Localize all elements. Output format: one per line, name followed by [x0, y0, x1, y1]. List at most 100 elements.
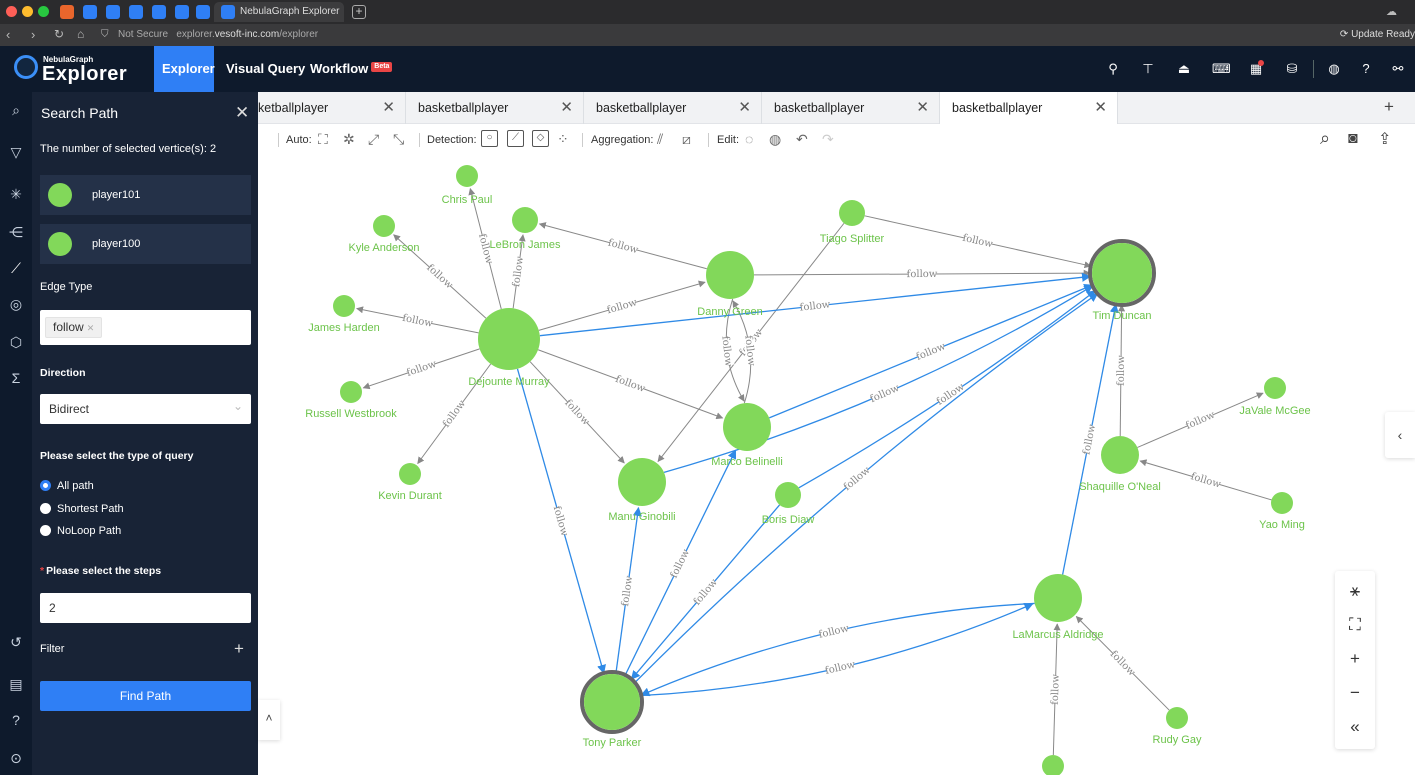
- back-icon[interactable]: ‹: [6, 27, 11, 42]
- graph-tab[interactable]: basketballplayer✕: [584, 92, 762, 124]
- settings-icon[interactable]: ⊙: [10, 750, 22, 766]
- filter-icon[interactable]: ▽: [10, 144, 22, 160]
- expand-icon[interactable]: ✳: [10, 186, 22, 202]
- detect-edge-icon[interactable]: ⟋: [507, 130, 524, 147]
- pinned-tab[interactable]: [129, 5, 143, 19]
- graph-tab-active[interactable]: basketballplayer✕: [940, 92, 1118, 124]
- expand-bottom-icon[interactable]: ˄: [258, 700, 280, 740]
- new-tab-button[interactable]: +: [352, 5, 366, 19]
- edge-type-select[interactable]: follow✕: [40, 310, 251, 345]
- graph-node-lebron[interactable]: [512, 207, 538, 233]
- redo-icon[interactable]: ↷: [822, 131, 834, 147]
- graph-node-rudy[interactable]: [1166, 707, 1188, 729]
- graph-node-tim[interactable]: [1092, 243, 1152, 303]
- undo-icon[interactable]: ↶: [796, 131, 808, 147]
- layout-icon[interactable]: ⚹: [1349, 581, 1361, 600]
- hide-icon[interactable]: ◌: [745, 131, 754, 147]
- history-icon[interactable]: ↺: [10, 634, 22, 650]
- close-window-button[interactable]: [6, 6, 17, 17]
- graph-node-harden[interactable]: [333, 295, 355, 317]
- property-icon[interactable]: ◎: [9, 296, 23, 312]
- browser-active-tab[interactable]: NebulaGraph Explorer: [214, 2, 344, 22]
- find-path-button[interactable]: Find Path: [40, 681, 251, 711]
- common-neighbor-icon[interactable]: ⋲: [9, 224, 23, 240]
- expand-sidebar-icon[interactable]: ‹: [1385, 412, 1415, 458]
- pinned-tab[interactable]: [83, 5, 97, 19]
- graph-tab[interactable]: ketballplayer✕: [246, 92, 406, 124]
- force-layout-icon[interactable]: ✲: [343, 131, 355, 147]
- pinned-tab[interactable]: [60, 5, 74, 19]
- reload-icon[interactable]: ↻: [54, 27, 65, 41]
- search-icon[interactable]: ⌕: [12, 102, 20, 118]
- console-icon[interactable]: ⌨: [1212, 61, 1231, 76]
- detect-hub-icon[interactable]: ◇: [532, 130, 549, 147]
- snapshot-icon[interactable]: ▤: [9, 676, 23, 692]
- pinned-tab[interactable]: [152, 5, 166, 19]
- nav-visual-query[interactable]: Visual Query: [226, 61, 306, 76]
- detect-cluster-icon[interactable]: ⁘: [557, 131, 569, 147]
- graph-tab[interactable]: basketballplayer✕: [762, 92, 940, 124]
- pinned-tab[interactable]: [175, 5, 189, 19]
- help-icon[interactable]: ?: [1362, 61, 1370, 76]
- graph-node-shaq[interactable]: [1101, 436, 1139, 474]
- close-tab-icon[interactable]: ✕: [738, 99, 751, 116]
- add-filter-icon[interactable]: +: [234, 639, 244, 658]
- close-tab-icon[interactable]: ✕: [560, 99, 573, 116]
- graph-svg[interactable]: followfollowfollowfollowfollowfollowfoll…: [258, 156, 1415, 775]
- graph-edge[interactable]: [640, 602, 1035, 697]
- auto-layout-icon[interactable]: ⛶: [318, 131, 328, 147]
- graph-node-tiago[interactable]: [839, 200, 865, 226]
- pinned-tab[interactable]: [196, 5, 210, 19]
- help-circle-icon[interactable]: ?: [12, 712, 20, 728]
- minimize-window-button[interactable]: [22, 6, 33, 17]
- graph-tab[interactable]: basketballplayer✕: [406, 92, 584, 124]
- graph-node-manu[interactable]: [618, 458, 666, 506]
- forward-icon[interactable]: ›: [31, 27, 36, 42]
- direction-select[interactable]: Bidirect ⌄: [40, 394, 251, 424]
- import-icon[interactable]: ⏏: [1177, 61, 1191, 76]
- home-icon[interactable]: ⌂: [77, 27, 85, 41]
- close-tab-icon[interactable]: ✕: [916, 99, 929, 116]
- auto-link-icon[interactable]: ⤡: [393, 131, 405, 147]
- detect-isolated-icon[interactable]: ○: [481, 130, 498, 147]
- graph-node-chris[interactable]: [456, 165, 478, 187]
- aggregate-nodes-icon[interactable]: ⧄: [682, 131, 691, 147]
- show-hidden-icon[interactable]: ◍: [769, 131, 782, 147]
- fit-view-icon[interactable]: ⛶: [1349, 615, 1361, 634]
- graph-node-bottom[interactable]: [1042, 755, 1064, 775]
- pinned-tab[interactable]: [106, 5, 120, 19]
- camera-icon[interactable]: ◙: [1348, 130, 1358, 147]
- selected-vertex[interactable]: player101: [40, 175, 251, 215]
- auto-expand-icon[interactable]: ⤢: [368, 131, 380, 147]
- graph-node-dejounte[interactable]: [478, 308, 540, 370]
- graph-node-yao[interactable]: [1271, 492, 1293, 514]
- search-path-icon[interactable]: ⟋: [11, 260, 21, 276]
- radio-all-path[interactable]: All path: [40, 480, 94, 492]
- graph-node-kevin[interactable]: [399, 463, 421, 485]
- steps-input[interactable]: 2: [40, 593, 251, 623]
- graph-edge[interactable]: [798, 290, 1097, 489]
- radio-shortest-path[interactable]: Shortest Path: [40, 503, 124, 515]
- close-tab-icon[interactable]: ✕: [382, 99, 395, 116]
- update-ready-button[interactable]: ⟳ Update Ready: [1340, 29, 1415, 40]
- add-tab-icon[interactable]: +: [1384, 97, 1394, 116]
- path-icon[interactable]: ⚲: [1108, 61, 1118, 76]
- zoom-in-icon[interactable]: +: [1350, 649, 1360, 668]
- link-icon[interactable]: ⚯: [1392, 61, 1404, 76]
- graph-node-javale[interactable]: [1264, 377, 1286, 399]
- export-icon[interactable]: ⇪: [1378, 131, 1392, 148]
- graph-node-boris[interactable]: [775, 482, 801, 508]
- graph-node-kyle[interactable]: [373, 215, 395, 237]
- tree-icon[interactable]: ⊤: [1142, 61, 1154, 76]
- edge-type-tag[interactable]: follow✕: [45, 317, 103, 338]
- close-icon[interactable]: ✕: [235, 103, 250, 122]
- collapse-icon[interactable]: «: [1350, 717, 1360, 736]
- search-icon[interactable]: ⌕: [1320, 128, 1331, 148]
- graph-node-russell[interactable]: [340, 381, 362, 403]
- zoom-out-icon[interactable]: −: [1350, 683, 1360, 702]
- graph-node-tony[interactable]: [584, 674, 640, 730]
- selected-vertex[interactable]: player100: [40, 224, 251, 264]
- nav-explorer[interactable]: Explorer: [154, 46, 215, 92]
